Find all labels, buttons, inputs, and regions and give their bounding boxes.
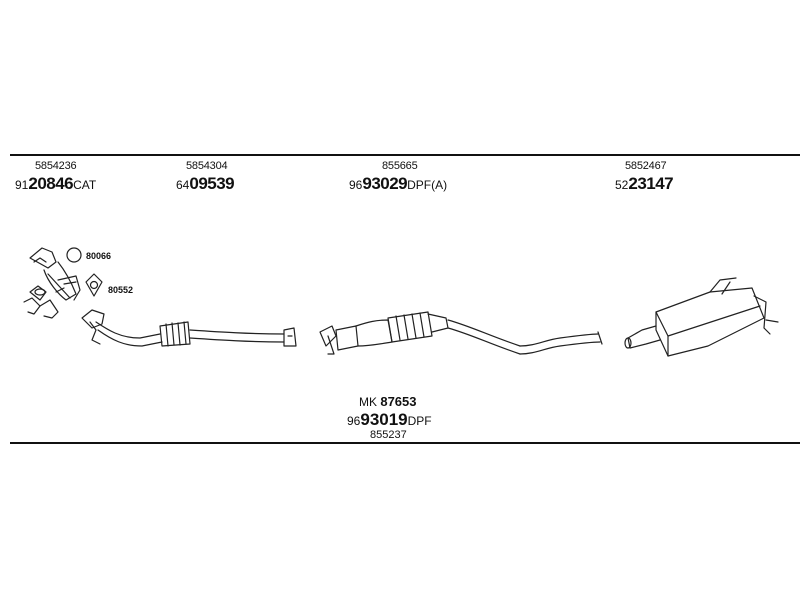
ring-part-number: 80066	[86, 251, 112, 261]
gasket-drawing	[85, 273, 103, 297]
gasket-part-number: 80552	[108, 285, 134, 295]
catalyst-part-number: 9120846CAT	[15, 175, 96, 192]
front-pipe-oe-number: 5854304	[186, 160, 228, 172]
dpf-a-number: 93029	[362, 174, 408, 193]
kit-oe-number: 855237	[370, 429, 407, 441]
front-pipe-part-number: 6409539	[176, 174, 235, 193]
kit-dpf-part-number: 9693019DPF	[347, 410, 432, 430]
kit-dpf-prefix: 96	[347, 414, 361, 428]
catalyst-prefix: 91	[15, 178, 29, 192]
ring-drawing	[66, 247, 82, 263]
dpf-a-label: 855665 9693029DPF(A)	[349, 160, 447, 193]
rear-silencer-prefix: 52	[615, 178, 629, 192]
dpf-a-suffix: DPF(A)	[407, 178, 448, 192]
kit-label: MK 87653	[359, 394, 417, 409]
dpf-drawing	[319, 311, 603, 355]
rear-silencer-oe-number: 5852467	[625, 160, 667, 172]
front-pipe-prefix: 64	[176, 178, 190, 192]
front-pipe-drawing	[81, 309, 297, 347]
dpf-a-prefix: 96	[349, 178, 363, 192]
catalyst-label: 5854236 9120846CAT	[15, 160, 96, 193]
catalyst-suffix: CAT	[73, 178, 97, 192]
front-pipe-label: 5854304 6409539	[176, 160, 235, 193]
rear-silencer-number: 23147	[628, 174, 674, 193]
bottom-divider-line	[10, 442, 800, 444]
kit-prefix: MK	[359, 395, 377, 409]
rear-silencer-part-number: 5223147	[615, 174, 674, 193]
catalyst-number: 20846	[28, 174, 74, 193]
dpf-a-oe-number: 855665	[382, 160, 418, 172]
kit-number: 87653	[380, 394, 417, 409]
catalyst-drawing	[23, 247, 81, 319]
front-pipe-number: 09539	[189, 174, 235, 193]
kit-dpf-suffix: DPF	[407, 414, 432, 428]
catalyst-oe-number: 5854236	[35, 160, 77, 172]
kit-dpf-number: 93019	[360, 410, 408, 429]
rear-silencer-drawing	[624, 277, 779, 357]
dpf-a-part-number: 9693029DPF(A)	[349, 175, 447, 192]
top-divider-line	[10, 154, 800, 156]
rear-silencer-label: 5852467 5223147	[615, 160, 674, 193]
